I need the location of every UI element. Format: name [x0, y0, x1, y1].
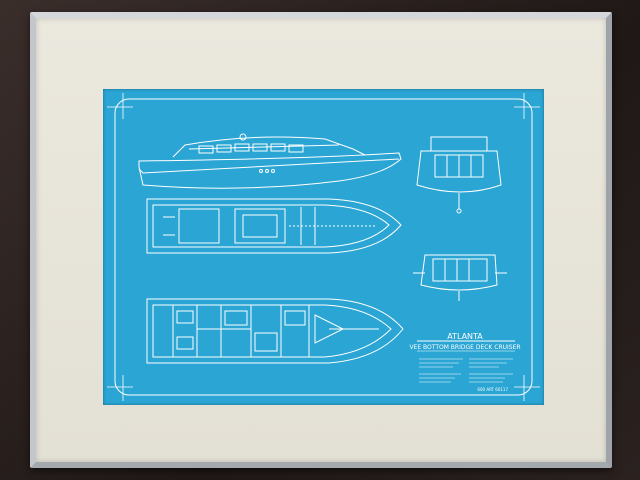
spec-lines: [419, 358, 513, 383]
corner-marks: [107, 93, 540, 401]
picture-frame: ATLANTA VEE BOTTOM BRIDGE DECK CRUISER 6…: [30, 12, 612, 468]
mat-board: ATLANTA VEE BOTTOM BRIDGE DECK CRUISER 6…: [36, 18, 606, 462]
boat-rear-view: [413, 254, 507, 301]
boat-side-profile: [138, 133, 402, 189]
blueprint-border: [114, 98, 533, 396]
boat-subtitle: VEE BOTTOM BRIDGE DECK CRUISER: [409, 344, 520, 351]
footer-code: 600 ART 60117: [477, 387, 508, 392]
blueprint-drawing: ATLANTA VEE BOTTOM BRIDGE DECK CRUISER 6…: [107, 93, 540, 401]
boat-name-title: ATLANTA: [447, 332, 483, 341]
boat-interior-plan: [146, 298, 404, 364]
boat-front-view: [416, 136, 502, 214]
title-block: [417, 340, 515, 352]
blueprint-print: ATLANTA VEE BOTTOM BRIDGE DECK CRUISER 6…: [103, 89, 544, 405]
boat-deck-plan: [146, 198, 402, 254]
